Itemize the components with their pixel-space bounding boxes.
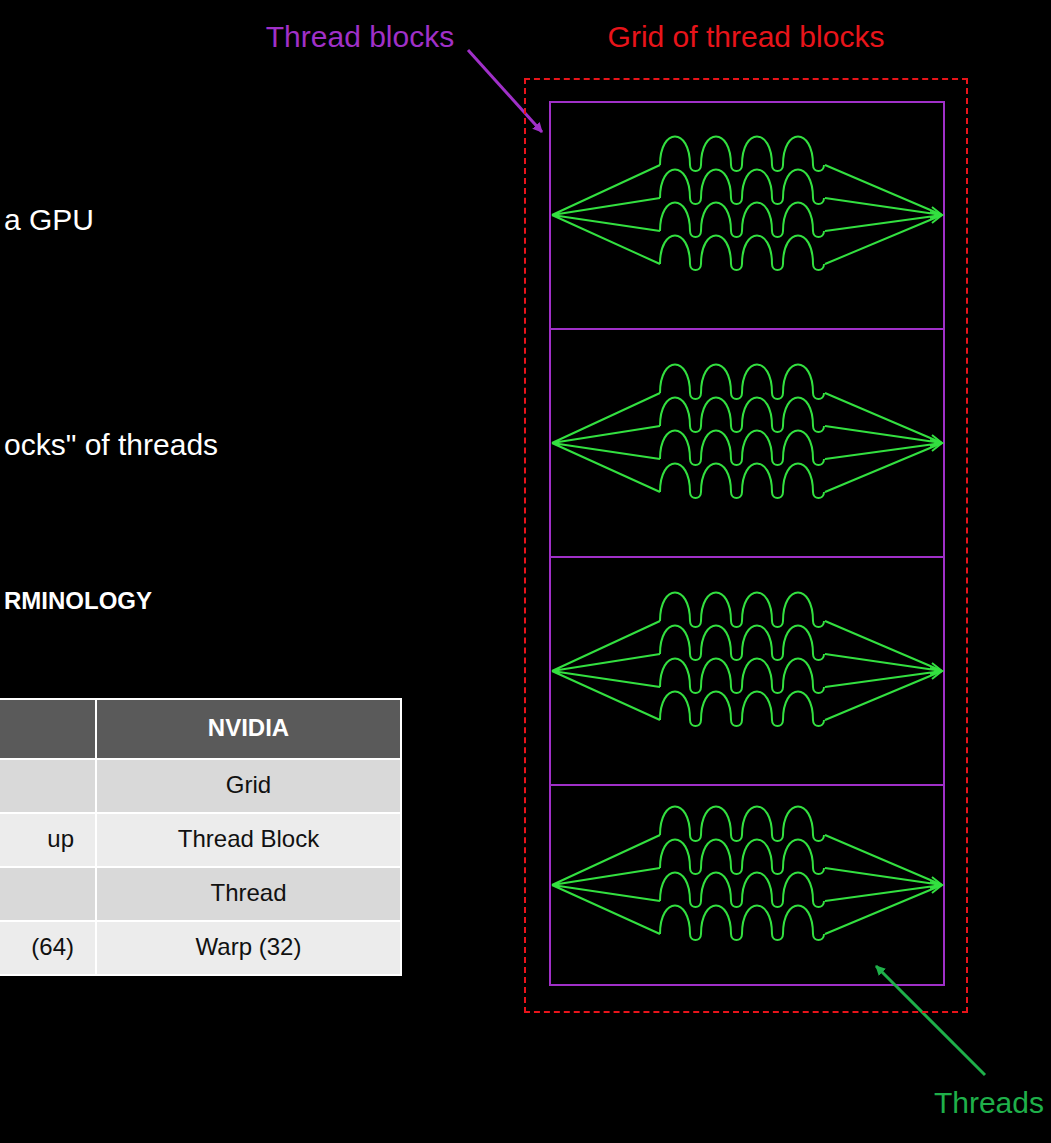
terminology-table: [0, 698, 402, 976]
threads: [552, 137, 942, 941]
table-cell: Warp (32): [97, 933, 400, 961]
callout-label: Thread blocks: [230, 20, 490, 55]
grid-heading: Grid of thread blocks: [526, 20, 966, 54]
table-cell: Thread: [97, 879, 400, 907]
table-cell: (64): [0, 933, 74, 961]
callout-label: Threads: [900, 1086, 1044, 1121]
section-heading: RMINOLOGY: [4, 587, 304, 615]
body-text: a GPU: [4, 203, 244, 238]
leader-arrow: [876, 966, 985, 1075]
grid-box: Grid of thread blocks: [524, 78, 968, 1013]
leader-arrow: [468, 50, 542, 132]
table-cell: Thread Block: [97, 825, 400, 853]
table-header: NVIDIA: [97, 714, 400, 742]
table-cell: Grid: [97, 771, 400, 799]
thread-blocks: [550, 102, 944, 985]
table-cell: up: [0, 825, 74, 853]
body-text: ocks" of threads: [4, 428, 334, 463]
